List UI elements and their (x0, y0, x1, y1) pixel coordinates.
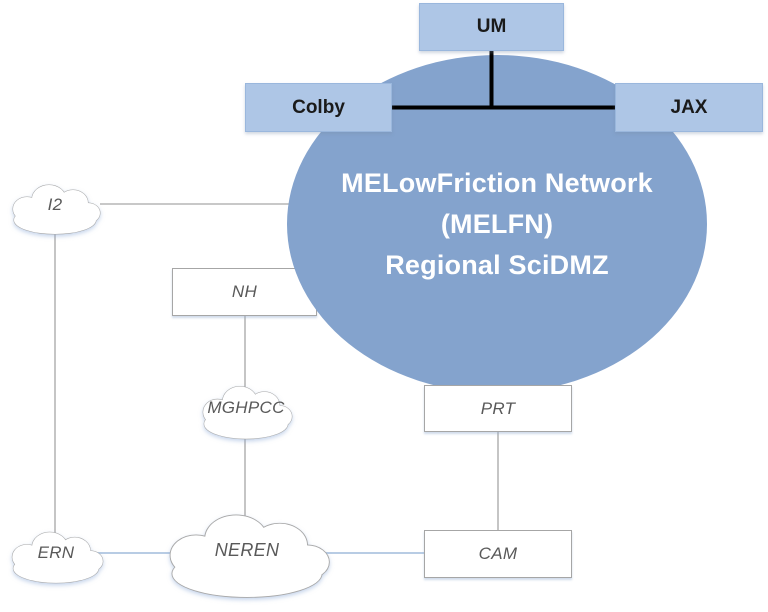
nh-node: NH (172, 268, 317, 316)
prt-node-label: PRT (480, 398, 516, 418)
cam-node: CAM (424, 530, 572, 578)
neren-cloud: NEREN (156, 502, 338, 602)
ern-cloud-label: ERN (37, 543, 75, 562)
colby-node: Colby (245, 83, 392, 132)
i2-cloud-label: I2 (47, 195, 63, 214)
cam-node-label: CAM (478, 544, 518, 563)
melfn-title-line1: MELowFriction Network (341, 167, 653, 198)
nh-node-label: NH (231, 282, 258, 301)
um-node: UM (419, 3, 564, 51)
ern-cloud: ERN (4, 524, 108, 586)
neren-cloud-label: NEREN (214, 539, 280, 560)
i2-cloud: I2 (5, 177, 105, 237)
colby-node-label: Colby (292, 96, 345, 118)
mghpcc-cloud-label: MGHPCC (207, 398, 285, 417)
jax-node: JAX (615, 83, 763, 132)
jax-node-label: JAX (670, 96, 708, 118)
mghpcc-cloud: MGHPCC (195, 378, 297, 442)
melfn-title-line2: (MELFN) (440, 208, 554, 239)
um-node-label: UM (476, 16, 507, 37)
melfn-title-line3: Regional SciDMZ (385, 249, 609, 280)
prt-node: PRT (424, 385, 572, 432)
